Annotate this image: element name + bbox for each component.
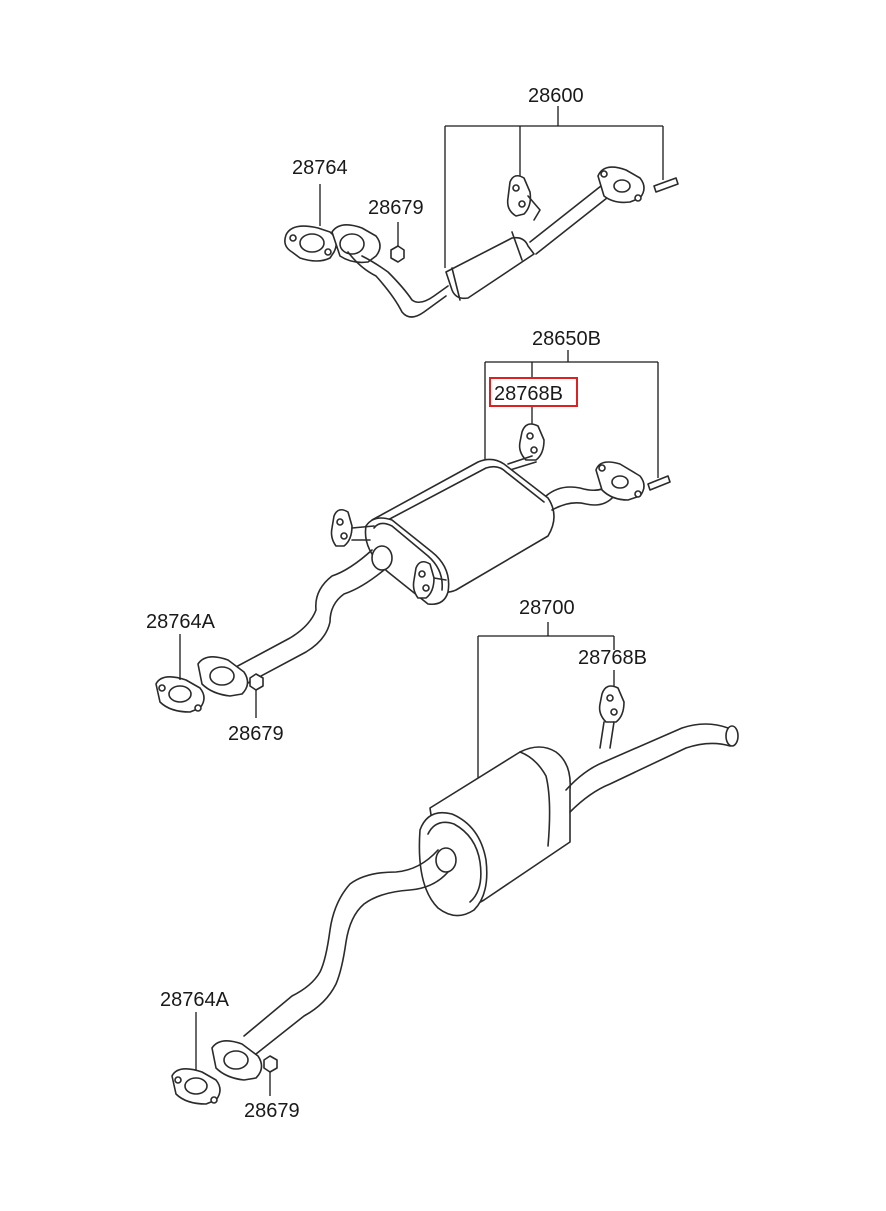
part-label-28764A-mid[interactable]: 28764A bbox=[146, 611, 216, 633]
highlight-box-28768B bbox=[489, 377, 578, 407]
part-label-28768B-highlight[interactable]: 28768B bbox=[494, 383, 563, 405]
part-label-28679-top[interactable]: 28679 bbox=[368, 197, 424, 219]
front-pipe-assembly[interactable] bbox=[284, 106, 679, 318]
part-label-28764A-bottom[interactable]: 28764A bbox=[160, 989, 230, 1011]
center-muffler-assembly[interactable] bbox=[155, 350, 671, 718]
part-label-28600[interactable]: 28600 bbox=[528, 85, 584, 107]
part-label-28679-bottom[interactable]: 28679 bbox=[244, 1100, 300, 1122]
part-label-28768B-bottom[interactable]: 28768B bbox=[578, 647, 647, 669]
main-muffler-assembly[interactable] bbox=[171, 622, 739, 1105]
part-label-28700[interactable]: 28700 bbox=[519, 597, 575, 619]
part-label-28650B[interactable]: 28650B bbox=[532, 328, 601, 350]
part-label-28679-mid[interactable]: 28679 bbox=[228, 723, 284, 745]
part-label-28764[interactable]: 28764 bbox=[292, 157, 348, 179]
